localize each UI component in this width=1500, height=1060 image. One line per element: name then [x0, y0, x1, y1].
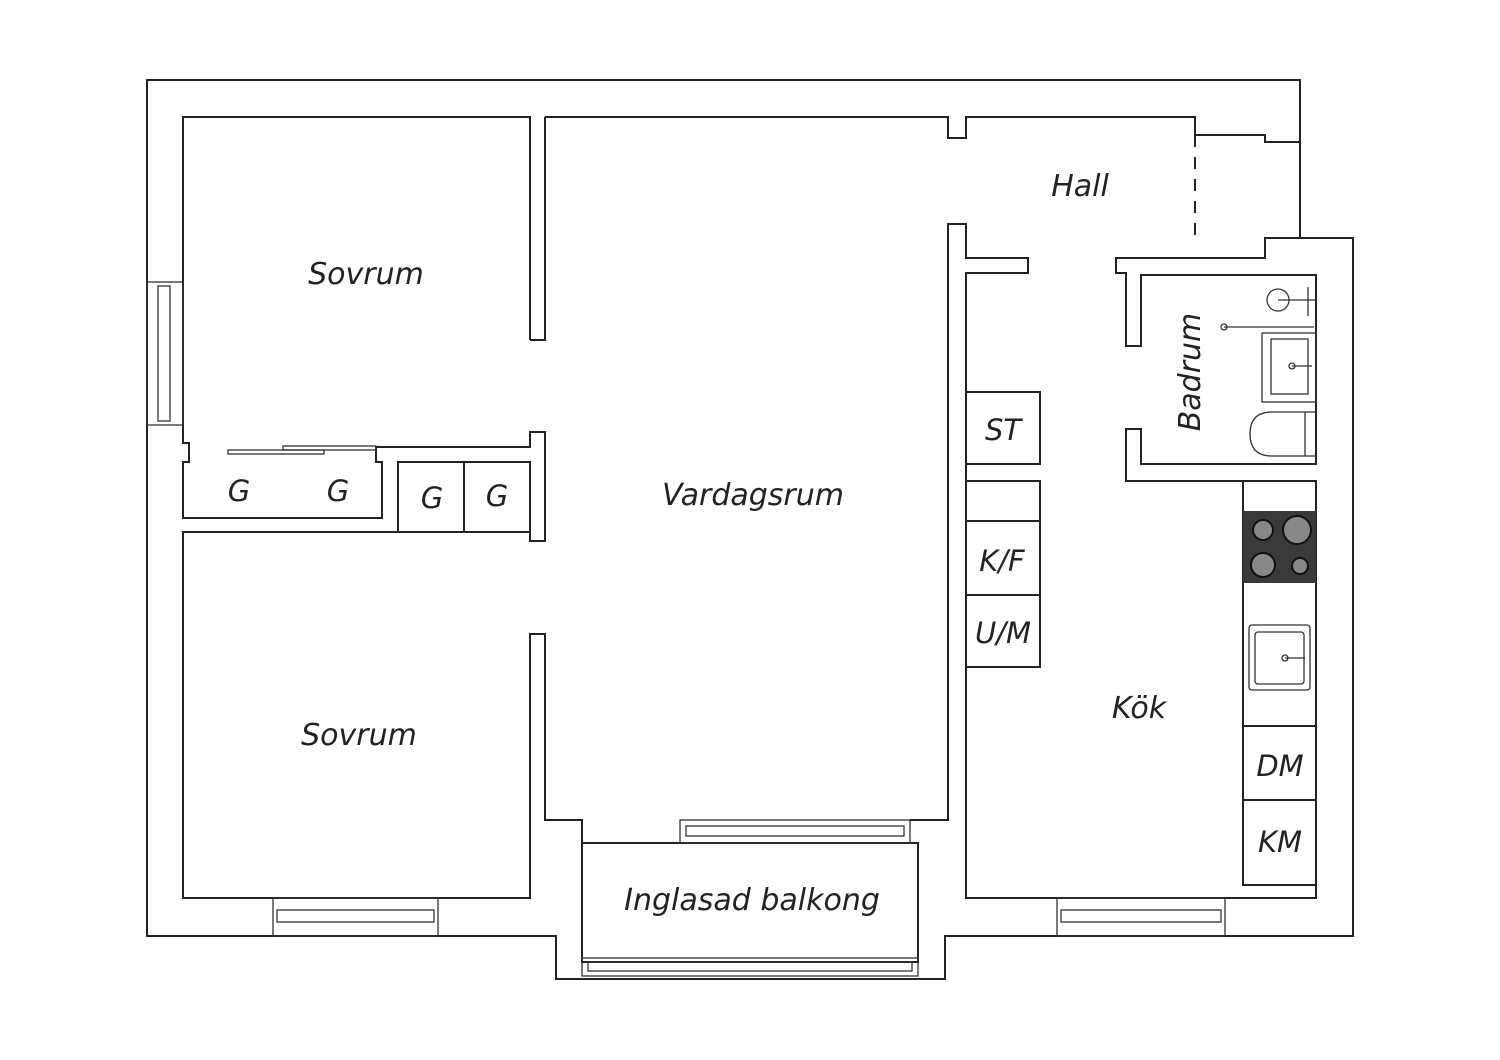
window	[272, 897, 439, 937]
wardrobe-label: G	[421, 481, 443, 515]
storage-label: ST	[985, 413, 1023, 447]
room-label-hall: Hall	[1051, 169, 1109, 204]
bedroom-top-wall	[182, 116, 680, 899]
kitchen-sink-icon	[1248, 624, 1311, 691]
washing-machine-label: KM	[1258, 825, 1302, 859]
bedroom-top-right-wall	[530, 117, 546, 341]
storage-unit	[965, 391, 1041, 465]
kitchen-counter	[1242, 480, 1317, 886]
wardrobe-label: G	[486, 479, 508, 513]
bathroom-sink-icon	[1261, 332, 1317, 403]
stove-icon	[1243, 511, 1316, 583]
room-label-bathroom: Badrum	[1173, 313, 1208, 432]
window	[679, 819, 911, 844]
dishwasher-label: DM	[1256, 749, 1303, 783]
room-label-bedroom: Sovrum	[308, 257, 424, 292]
wardrobe-label: G	[228, 474, 250, 508]
sliding-door	[227, 449, 325, 455]
wardrobe-label: G	[327, 474, 349, 508]
room-label-bedroom: Sovrum	[301, 718, 417, 753]
room-label-balcony: Inglasad balkong	[624, 883, 880, 918]
room-label-kitchen: Kök	[1112, 691, 1168, 726]
oven-microwave-label: U/M	[975, 616, 1031, 650]
living-hall-wall	[545, 116, 1300, 143]
outer-wall	[146, 79, 1354, 980]
appliance-column	[965, 480, 1041, 668]
shower-rail	[1220, 323, 1314, 331]
window	[146, 281, 184, 426]
fridge-freezer-label: K/F	[979, 544, 1026, 578]
sliding-door	[282, 445, 377, 451]
window	[1056, 897, 1226, 937]
toilet-icon	[1249, 411, 1316, 457]
shower-icon	[1266, 287, 1316, 316]
room-label-living-room: Vardagsrum	[662, 478, 844, 513]
window	[581, 957, 919, 977]
